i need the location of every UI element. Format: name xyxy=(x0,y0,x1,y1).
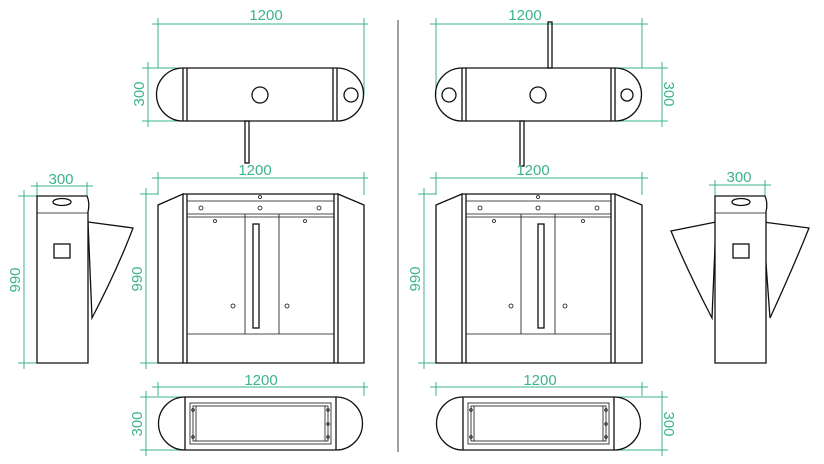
right-bottom-width-label: 1200 xyxy=(523,372,556,389)
left-front-width-label: 1200 xyxy=(238,162,271,179)
left-bottom-depth-label: 300 xyxy=(129,411,146,436)
right-bottom-depth-label: 300 xyxy=(660,411,677,436)
left-side-view: 300 990 xyxy=(7,171,134,369)
left-bottom-view: 1200 300 xyxy=(129,372,368,456)
left-top-depth-label: 300 xyxy=(131,81,148,106)
right-front-width-label: 1200 xyxy=(516,162,549,179)
right-bottom-view: 1200 300 xyxy=(430,372,677,456)
right-top-depth-label: 300 xyxy=(660,81,677,106)
right-front-height-label: 990 xyxy=(407,266,424,291)
right-top-view: 1200 300 xyxy=(430,7,677,167)
left-front-height-label: 990 xyxy=(129,266,146,291)
right-front-view: 1200 990 xyxy=(407,162,648,369)
left-top-width-label: 1200 xyxy=(249,7,282,24)
right-top-width-label: 1200 xyxy=(508,7,541,24)
right-side-width-label: 300 xyxy=(726,169,751,186)
left-top-view: 1200 300 xyxy=(131,7,368,164)
left-front-view: 1200 990 xyxy=(129,162,368,369)
right-side-view: 300 xyxy=(670,169,810,364)
left-bottom-width-label: 1200 xyxy=(244,372,277,389)
left-side-height-label: 990 xyxy=(7,267,24,292)
left-side-width-label: 300 xyxy=(48,171,73,188)
